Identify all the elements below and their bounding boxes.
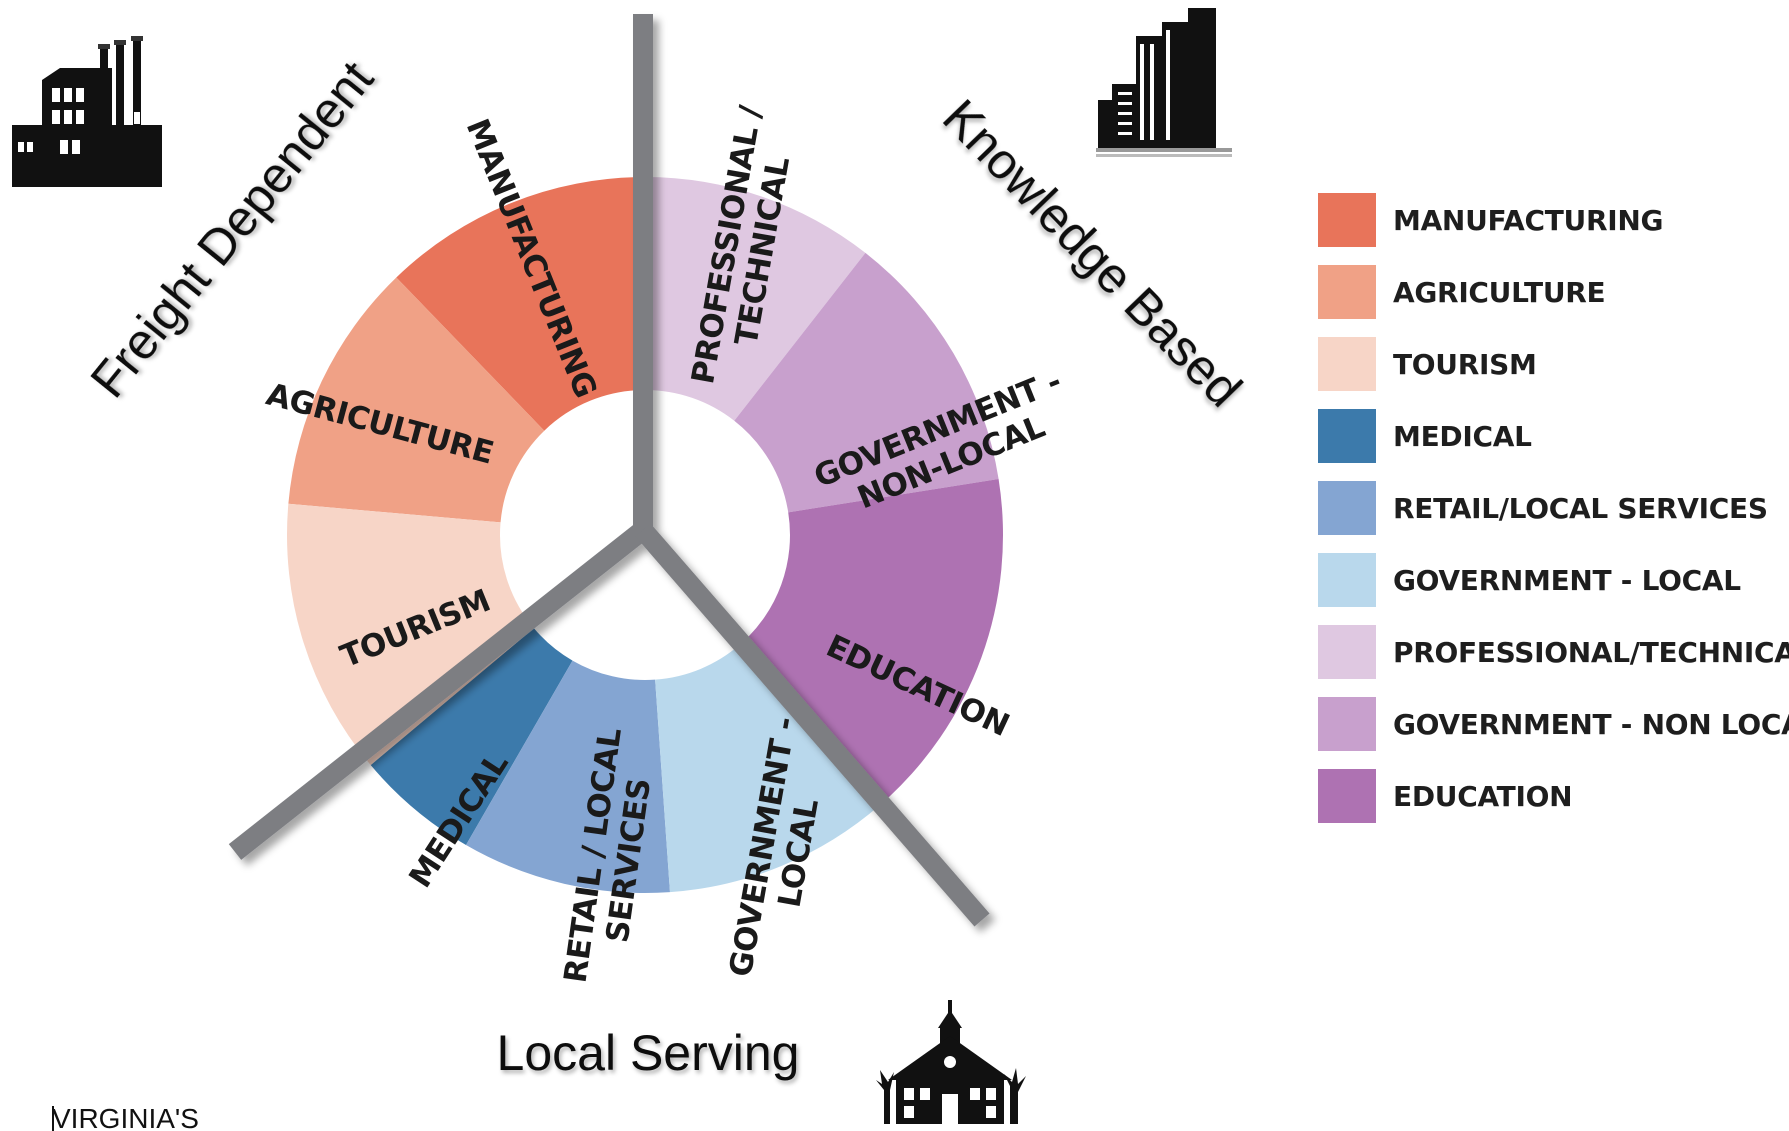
sector-donut	[287, 177, 1003, 893]
brand-rule	[52, 1106, 54, 1131]
legend-swatch	[1318, 697, 1376, 751]
divider-right	[635, 523, 990, 927]
legend-label: PROFESSIONAL/TECHNICAL	[1393, 636, 1789, 669]
legend-label: EDUCATION	[1393, 780, 1572, 813]
legend-swatch	[1318, 625, 1376, 679]
segment-education	[740, 478, 1003, 806]
legend-label: GOVERNMENT - NON LOCAL	[1393, 708, 1789, 741]
factory-icon	[12, 36, 162, 187]
legend-label: GOVERNMENT - LOCAL	[1393, 564, 1741, 597]
legend-swatch	[1318, 409, 1376, 463]
legend-swatch	[1318, 265, 1376, 319]
legend-label: RETAIL/LOCAL SERVICES	[1393, 492, 1768, 525]
legend: MANUFACTURING AGRICULTURE TOURISM MEDICAL RE…	[1318, 193, 1789, 823]
legend-label: AGRICULTURE	[1393, 276, 1605, 309]
segment-professional	[645, 177, 866, 421]
segment-gov-local	[655, 644, 880, 893]
schoolhouse-icon	[876, 1000, 1026, 1124]
divider-left	[228, 522, 650, 860]
legend-swatch	[1318, 481, 1376, 535]
office-buildings-icon	[1096, 8, 1232, 157]
group-dividers	[228, 14, 990, 927]
legend-swatch	[1318, 337, 1376, 391]
segment-agriculture	[288, 277, 545, 523]
segment-retail	[466, 660, 670, 893]
legend-swatch	[1318, 193, 1376, 247]
brand-text: VIRGINIA'S	[52, 1103, 199, 1131]
group-label-local: Local Serving	[497, 1025, 800, 1081]
segment-manufacturing	[396, 177, 645, 431]
legend-label: MANUFACTURING	[1393, 204, 1663, 237]
segment-medical	[370, 628, 573, 846]
segment-gov-nonlocal	[734, 252, 999, 513]
legend-label: MEDICAL	[1393, 420, 1532, 453]
segment-tourism	[287, 503, 534, 766]
legend-label: TOURISM	[1393, 348, 1537, 381]
legend-swatch	[1318, 769, 1376, 823]
legend-swatch	[1318, 553, 1376, 607]
